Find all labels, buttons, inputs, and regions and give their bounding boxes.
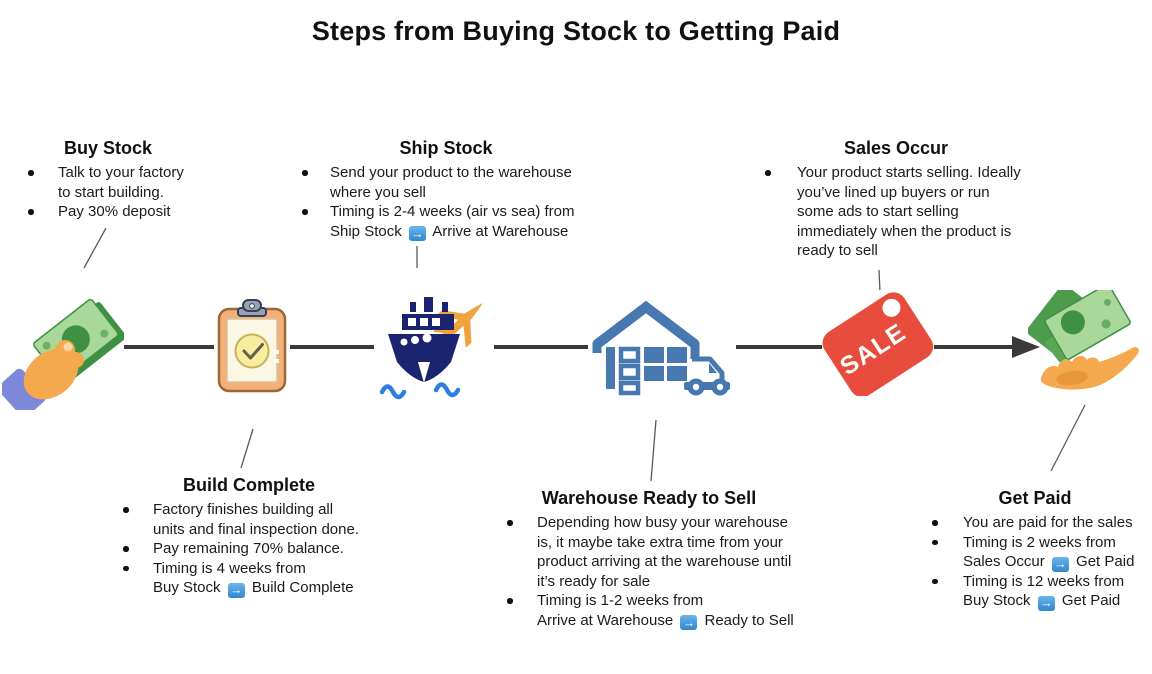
bullet: Timing is 12 weeks from Buy Stock → Get … (922, 572, 1148, 611)
bullet: Depending how busy your warehouse is, it… (489, 513, 809, 591)
step-ship-stock: Ship Stock Send your product to the ware… (296, 138, 596, 242)
page-title: Steps from Buying Stock to Getting Paid (311, 16, 841, 46)
sale-tag-icon: SALE (822, 290, 934, 396)
clipboard-check-icon (214, 298, 290, 394)
step-heading: Get Paid (998, 488, 1072, 508)
right-arrow-emoji: → (408, 226, 426, 242)
bullet: Send your product to the warehouse where… (296, 163, 596, 202)
bullet: Pay 30% deposit (18, 202, 198, 222)
step-heading: Buy Stock (63, 138, 153, 158)
step-heading: Ship Stock (399, 138, 493, 158)
step-bullet-list: Talk to your factory to start building. … (18, 163, 198, 222)
step-heading: Build Complete (182, 475, 315, 495)
right-arrow-emoji: → (1037, 596, 1055, 611)
connector-build-complete (240, 428, 254, 469)
bullet: Your product starts selling. Ideally you… (748, 163, 1044, 261)
step-heading: Sales Occur (843, 138, 949, 158)
bullet: Pay remaining 70% balance. (114, 539, 384, 559)
connector-get-paid (1050, 404, 1086, 472)
right-arrow-emoji: → (227, 582, 245, 598)
connector-warehouse-ready (650, 419, 657, 482)
bullet: Talk to your factory to start building. (18, 163, 198, 202)
warehouse-truck-icon (588, 297, 736, 397)
connector-sales-occur (878, 269, 881, 293)
step-warehouse-ready: Warehouse Ready to Sell Depending how bu… (489, 488, 809, 631)
bullet: Factory finishes building all units and … (114, 500, 384, 539)
bullet: You are paid for the sales (922, 513, 1148, 533)
bullet: Timing is 2-4 weeks (air vs sea) from Sh… (296, 202, 596, 242)
step-bullet-list: You are paid for the sales Timing is 2 w… (922, 513, 1148, 611)
right-arrow-emoji: → (1051, 556, 1069, 572)
bullet: Timing is 2 weeks from Sales Occur → Get… (922, 533, 1148, 572)
step-bullet-list: Depending how busy your warehouse is, it… (489, 513, 809, 631)
step-build-complete: Build Complete Factory finishes building… (114, 475, 384, 598)
connector-buy-stock (83, 227, 107, 269)
bullet: Timing is 4 weeks from Buy Stock → Build… (114, 559, 384, 598)
hand-receiving-money-icon (1028, 290, 1139, 390)
step-get-paid: Get Paid You are paid for the sales Timi… (922, 488, 1148, 611)
step-sales-occur: Sales Occur Your product starts selling.… (748, 138, 1044, 261)
hand-giving-money-icon (2, 288, 124, 410)
step-bullet-list: Your product starts selling. Ideally you… (748, 163, 1044, 261)
step-buy-stock: Buy Stock Talk to your factory to start … (18, 138, 198, 222)
bullet: Timing is 1-2 weeks from Arrive at Wareh… (489, 591, 809, 631)
step-bullet-list: Send your product to the warehouse where… (296, 163, 596, 242)
step-bullet-list: Factory finishes building all units and … (114, 500, 384, 598)
step-heading: Warehouse Ready to Sell (541, 488, 757, 508)
right-arrow-emoji: → (680, 615, 698, 631)
ship-and-plane-icon (374, 292, 494, 402)
